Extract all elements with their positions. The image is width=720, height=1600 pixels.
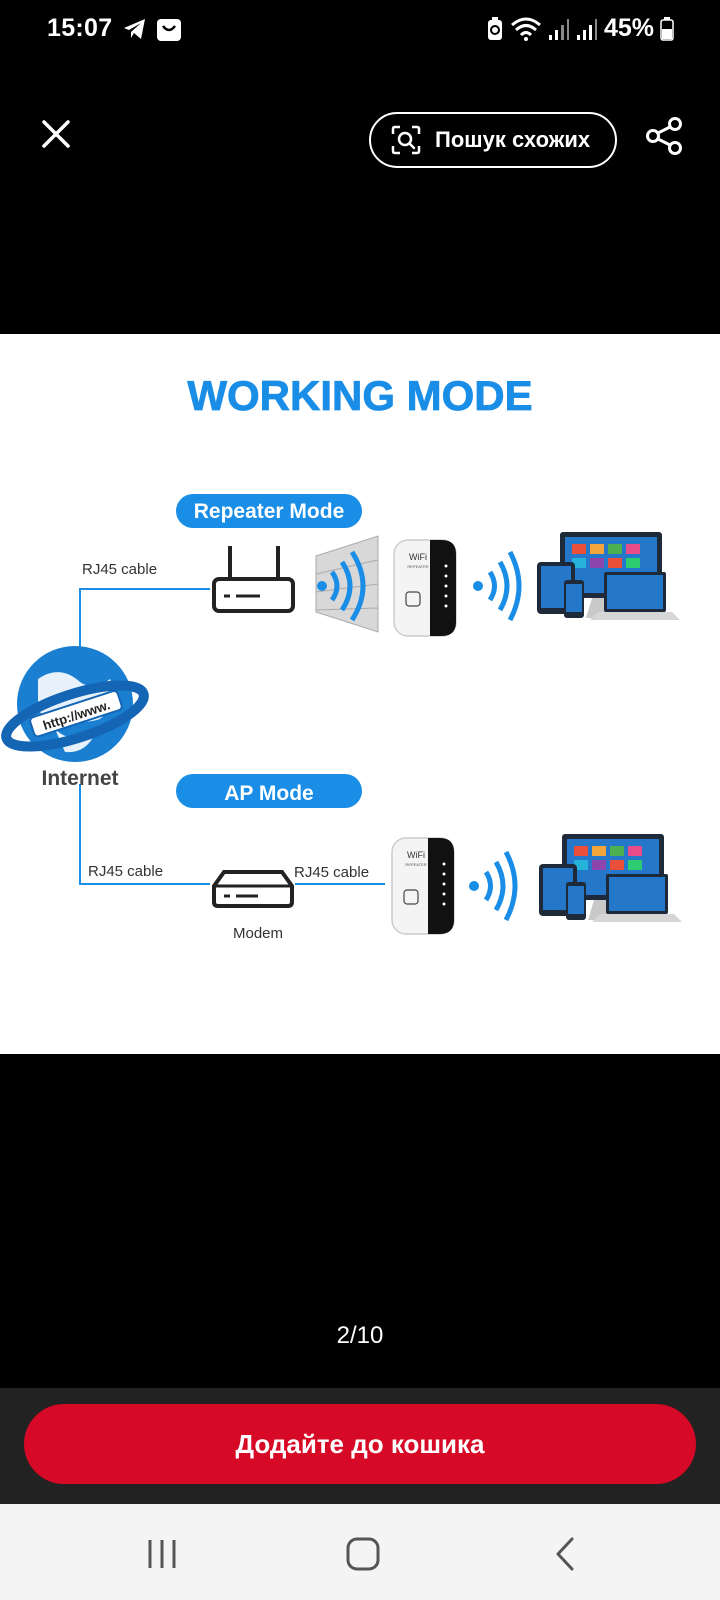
close-icon [42,120,70,148]
wall-icon [315,535,379,633]
rj45-label-top: RJ45 cable [82,561,157,578]
add-to-cart-label: Додайте до кошика [235,1428,485,1459]
wifi-repeater-icon: WiFi REPEATER [393,539,457,637]
shop-bag-icon [157,19,181,41]
repeater-mode-pill: Repeater Mode [176,494,362,528]
battery-saver-icon [487,16,502,40]
search-similar-button[interactable]: Пошук схожих [369,112,617,168]
status-right: 45% [486,14,674,43]
wifi-icon [510,17,541,41]
modem-icon [212,870,294,908]
share-button[interactable] [640,112,688,160]
system-nav-bar [0,1504,720,1600]
back-button[interactable] [535,1532,595,1576]
wifi-signal-icon [473,550,522,622]
telegram-icon [124,19,145,39]
recent-apps-icon [148,1540,176,1568]
status-time: 15:07 [47,14,113,42]
repeater-mode-label: Repeater Mode [194,500,345,523]
ap-mode-label: AP Mode [224,782,313,805]
status-bar: 15:07 [0,0,720,60]
rj45-label-bottom-right: RJ45 cable [294,864,369,881]
internet-globe-icon: http://www. [1,646,149,762]
wifi-signal-icon [469,850,518,922]
ap-mode-pill: AP Mode [176,774,362,808]
working-mode-diagram: WORKING MODE Repeater Mode RJ45 cable [1,372,682,942]
signal-icon [548,18,569,40]
diagram-title: WORKING MODE [187,372,532,419]
battery-icon [660,16,674,41]
repeater-brand-bottom: WiFi [407,850,425,860]
bottom-action-panel: Додайте до кошика [0,1388,720,1504]
close-button[interactable] [34,112,78,156]
repeater-brand-top: WiFi [409,552,427,562]
home-icon [346,1537,380,1571]
modem-label: Modem [233,925,283,942]
router-icon [212,546,295,613]
back-icon [556,1537,574,1571]
devices-icon [539,834,682,922]
repeater-sub-top: REPEATER [407,564,428,569]
recent-apps-button[interactable] [132,1532,192,1576]
devices-icon [537,532,680,620]
image-search-icon [391,125,421,155]
wifi-repeater-icon: WiFi REPEATER [391,837,455,935]
home-button[interactable] [333,1532,393,1576]
internet-label: Internet [41,767,118,790]
repeater-sub-bottom: REPEATER [405,862,426,867]
signal-icon [576,18,597,40]
status-left-icons [122,16,182,42]
product-image[interactable]: WORKING MODE Repeater Mode RJ45 cable [0,334,720,1054]
rj45-label-bottom-left: RJ45 cable [88,863,163,880]
share-icon [646,117,682,155]
image-pager-indicator: 2/10 [336,1322,384,1349]
search-similar-label: Пошук схожих [435,127,591,152]
add-to-cart-button[interactable]: Додайте до кошика [24,1404,696,1484]
battery-percent: 45% [603,14,654,42]
